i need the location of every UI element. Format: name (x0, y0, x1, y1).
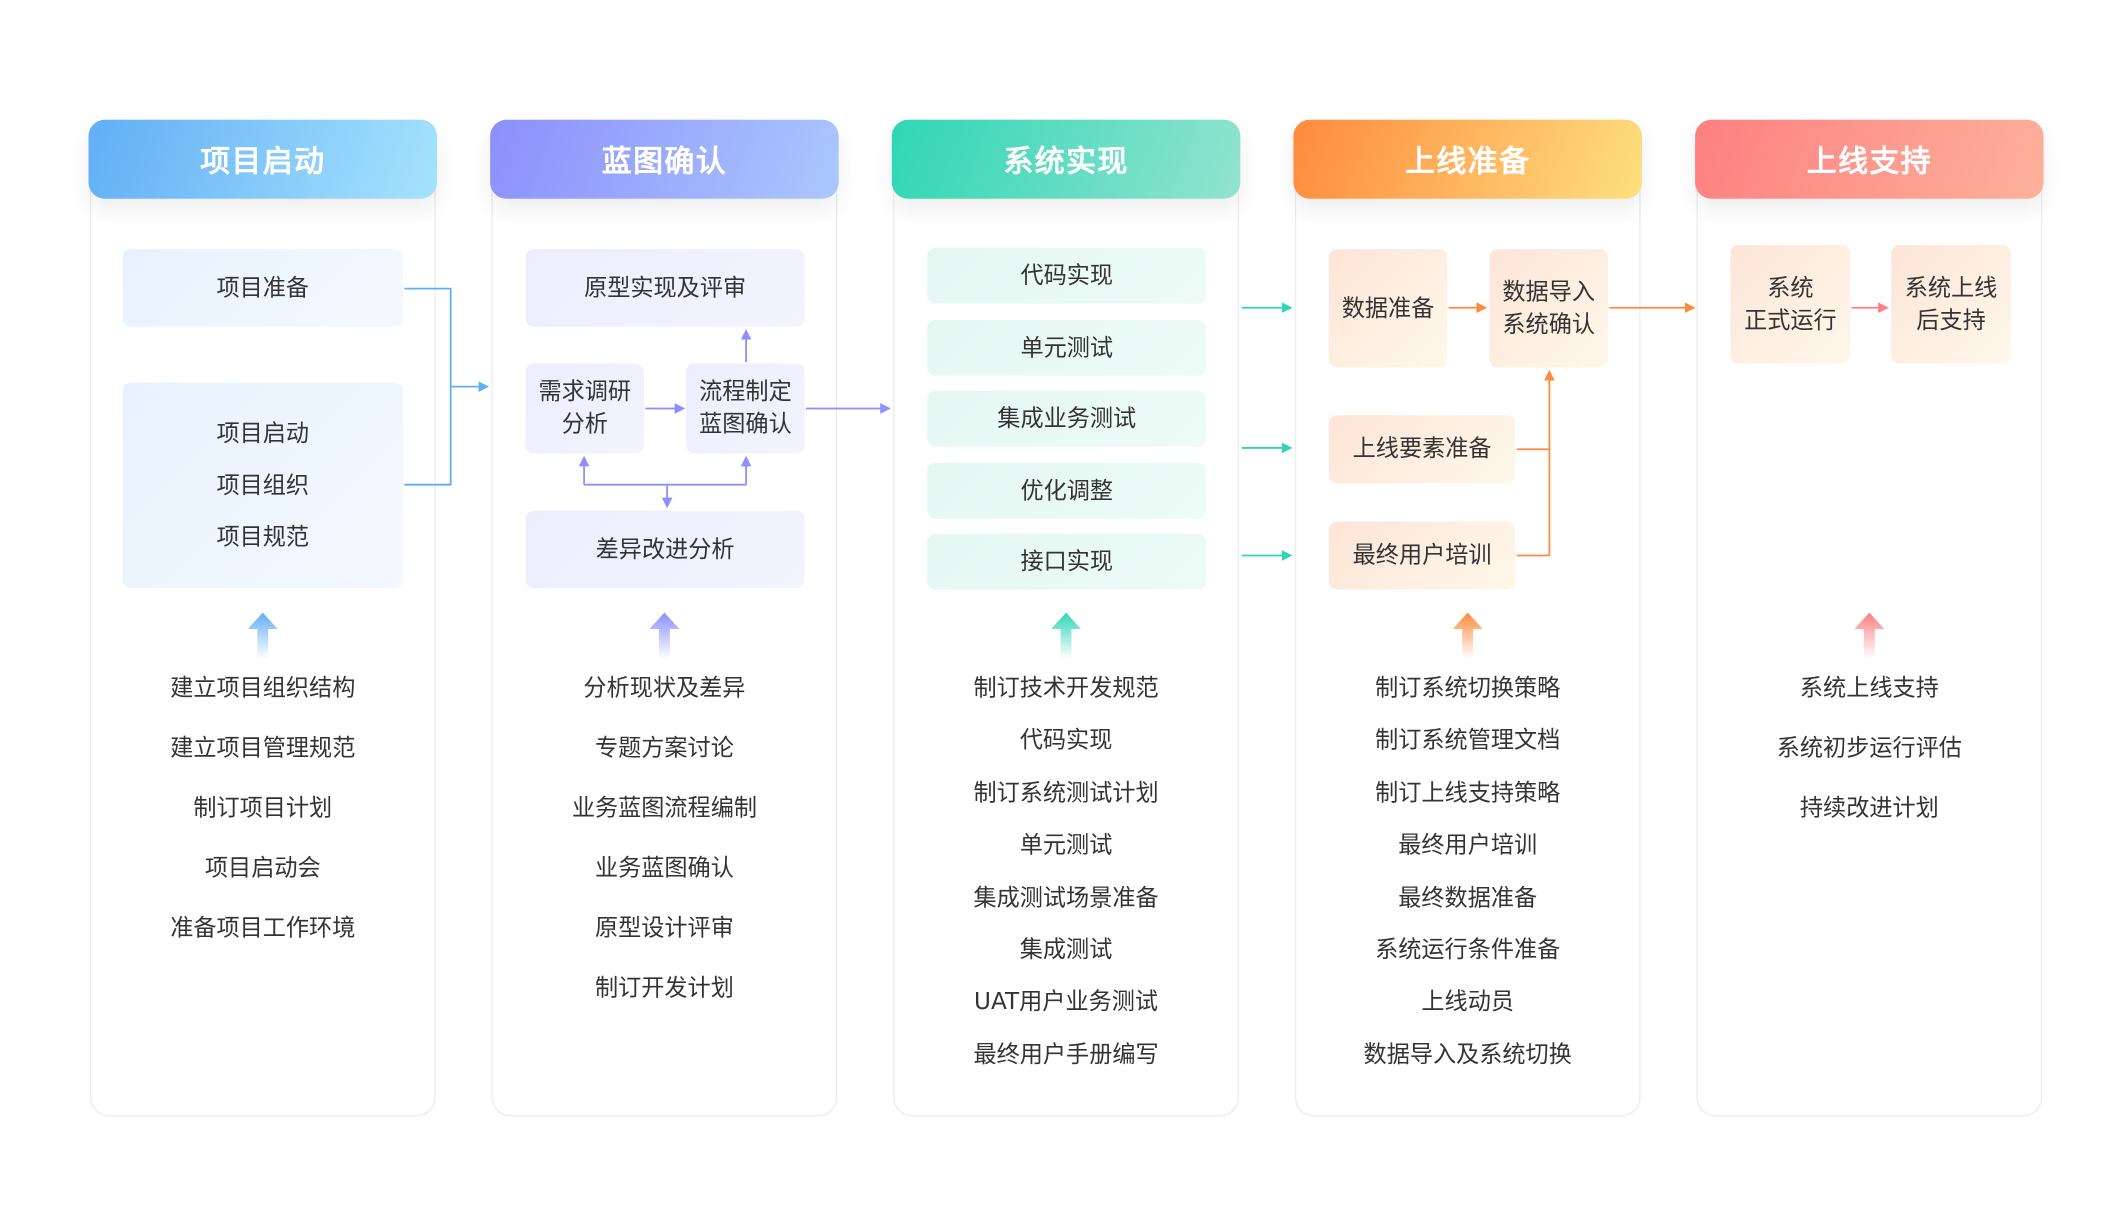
box-line: 项目启动 (216, 420, 310, 448)
phase-header: 系统实现 (891, 119, 1241, 199)
phase-header: 项目启动 (88, 119, 438, 199)
task-item: 最终用户手册编写 (973, 1041, 1159, 1069)
task-item: 数据导入及系统切换 (1363, 1041, 1572, 1069)
step-box: 接口实现 (927, 533, 1207, 590)
step-box: 最终用户培训 (1328, 521, 1516, 590)
task-list: 系统上线支持系统初步运行评估持续改进计划 (1696, 670, 2042, 850)
box-line: 项目组织 (216, 471, 310, 499)
task-list: 制订技术开发规范代码实现制订系统测试计划单元测试集成测试场景准备集成测试 UAT用… (893, 670, 1239, 1088)
task-item: 制订上线支持策略 (1375, 779, 1561, 808)
up-arrow-icon (648, 610, 681, 659)
task-item: 制订系统测试计划 (973, 779, 1159, 808)
up-arrow-icon (1451, 610, 1484, 659)
task-item: 最终用户培训 (1398, 832, 1538, 860)
task-list: 分析现状及差异专题方案讨论业务蓝图流程编制业务蓝图确认原型设计评审制订开发计划 (492, 670, 838, 1029)
up-arrow-icon (1050, 610, 1083, 659)
step-box: 系统 正式运行 (1730, 245, 1851, 364)
task-item: 专题方案讨论 (594, 735, 734, 763)
step-box: 数据准备 (1328, 249, 1448, 368)
task-item: UAT用户业务测试 (974, 988, 1159, 1017)
step-box: 集成业务测试 (927, 390, 1207, 447)
task-item: 建立项目组织结构 (170, 675, 356, 703)
task-item: 业务蓝图流程编制 (571, 795, 757, 823)
up-arrow-icon (1853, 610, 1886, 659)
task-item: 原型设计评审 (594, 914, 734, 943)
task-item: 代码实现 (1019, 727, 1113, 755)
step-box: 代码实现 (927, 247, 1207, 304)
task-item: 系统运行条件准备 (1375, 936, 1561, 964)
task-item: 业务蓝图确认 (594, 855, 734, 883)
task-item: 项目启动会 (204, 855, 321, 883)
step-box: 数据导入 系统确认 (1489, 249, 1608, 368)
step-box: 原型实现及评审 (525, 249, 805, 327)
step-box-group: 项目启动项目组织项目规范 (122, 382, 404, 589)
box-line: 项目规范 (216, 523, 310, 551)
task-item: 最终数据准备 (1398, 884, 1538, 912)
step-box: 上线要素准备 (1328, 415, 1516, 484)
task-item: 上线动员 (1421, 988, 1514, 1017)
task-item: 制订系统管理文档 (1375, 727, 1561, 755)
step-box: 系统上线 后支持 (1891, 245, 2011, 364)
task-item: 分析现状及差异 (583, 675, 746, 703)
task-item: 集成测试场景准备 (973, 884, 1159, 912)
task-item: 准备项目工作环境 (170, 914, 356, 943)
task-list: 制订系统切换策略制订系统管理文档制订上线支持策略最终用户培训最终数据准备系统运行… (1295, 670, 1641, 1088)
phase-header: 蓝图确认 (490, 119, 839, 199)
task-item: 系统上线支持 (1799, 675, 1939, 703)
task-item: 制订系统切换策略 (1375, 675, 1561, 703)
task-item: 制订项目计划 (193, 795, 333, 823)
step-box: 项目准备 (122, 249, 404, 327)
phase-header: 上线准备 (1293, 119, 1642, 199)
phase-header: 上线支持 (1695, 119, 2044, 199)
step-box: 单元测试 (927, 319, 1207, 376)
up-arrow-icon (246, 610, 279, 659)
task-item: 制订技术开发规范 (973, 675, 1159, 703)
task-item: 系统初步运行评估 (1776, 735, 1962, 763)
step-box: 流程制定 蓝图确认 (686, 363, 805, 454)
step-box: 差异改进分析 (525, 510, 805, 589)
step-box: 优化调整 (927, 462, 1207, 519)
task-item: 集成测试 (1019, 936, 1113, 964)
task-item: 制订开发计划 (594, 974, 734, 1003)
task-item: 持续改进计划 (1799, 795, 1939, 823)
task-item: 单元测试 (1019, 832, 1113, 860)
step-box: 需求调研 分析 (525, 363, 644, 454)
task-list: 建立项目组织结构建立项目管理规范制订项目计划项目启动会准备项目工作环境 (90, 670, 436, 970)
task-item: 建立项目管理规范 (170, 735, 356, 763)
